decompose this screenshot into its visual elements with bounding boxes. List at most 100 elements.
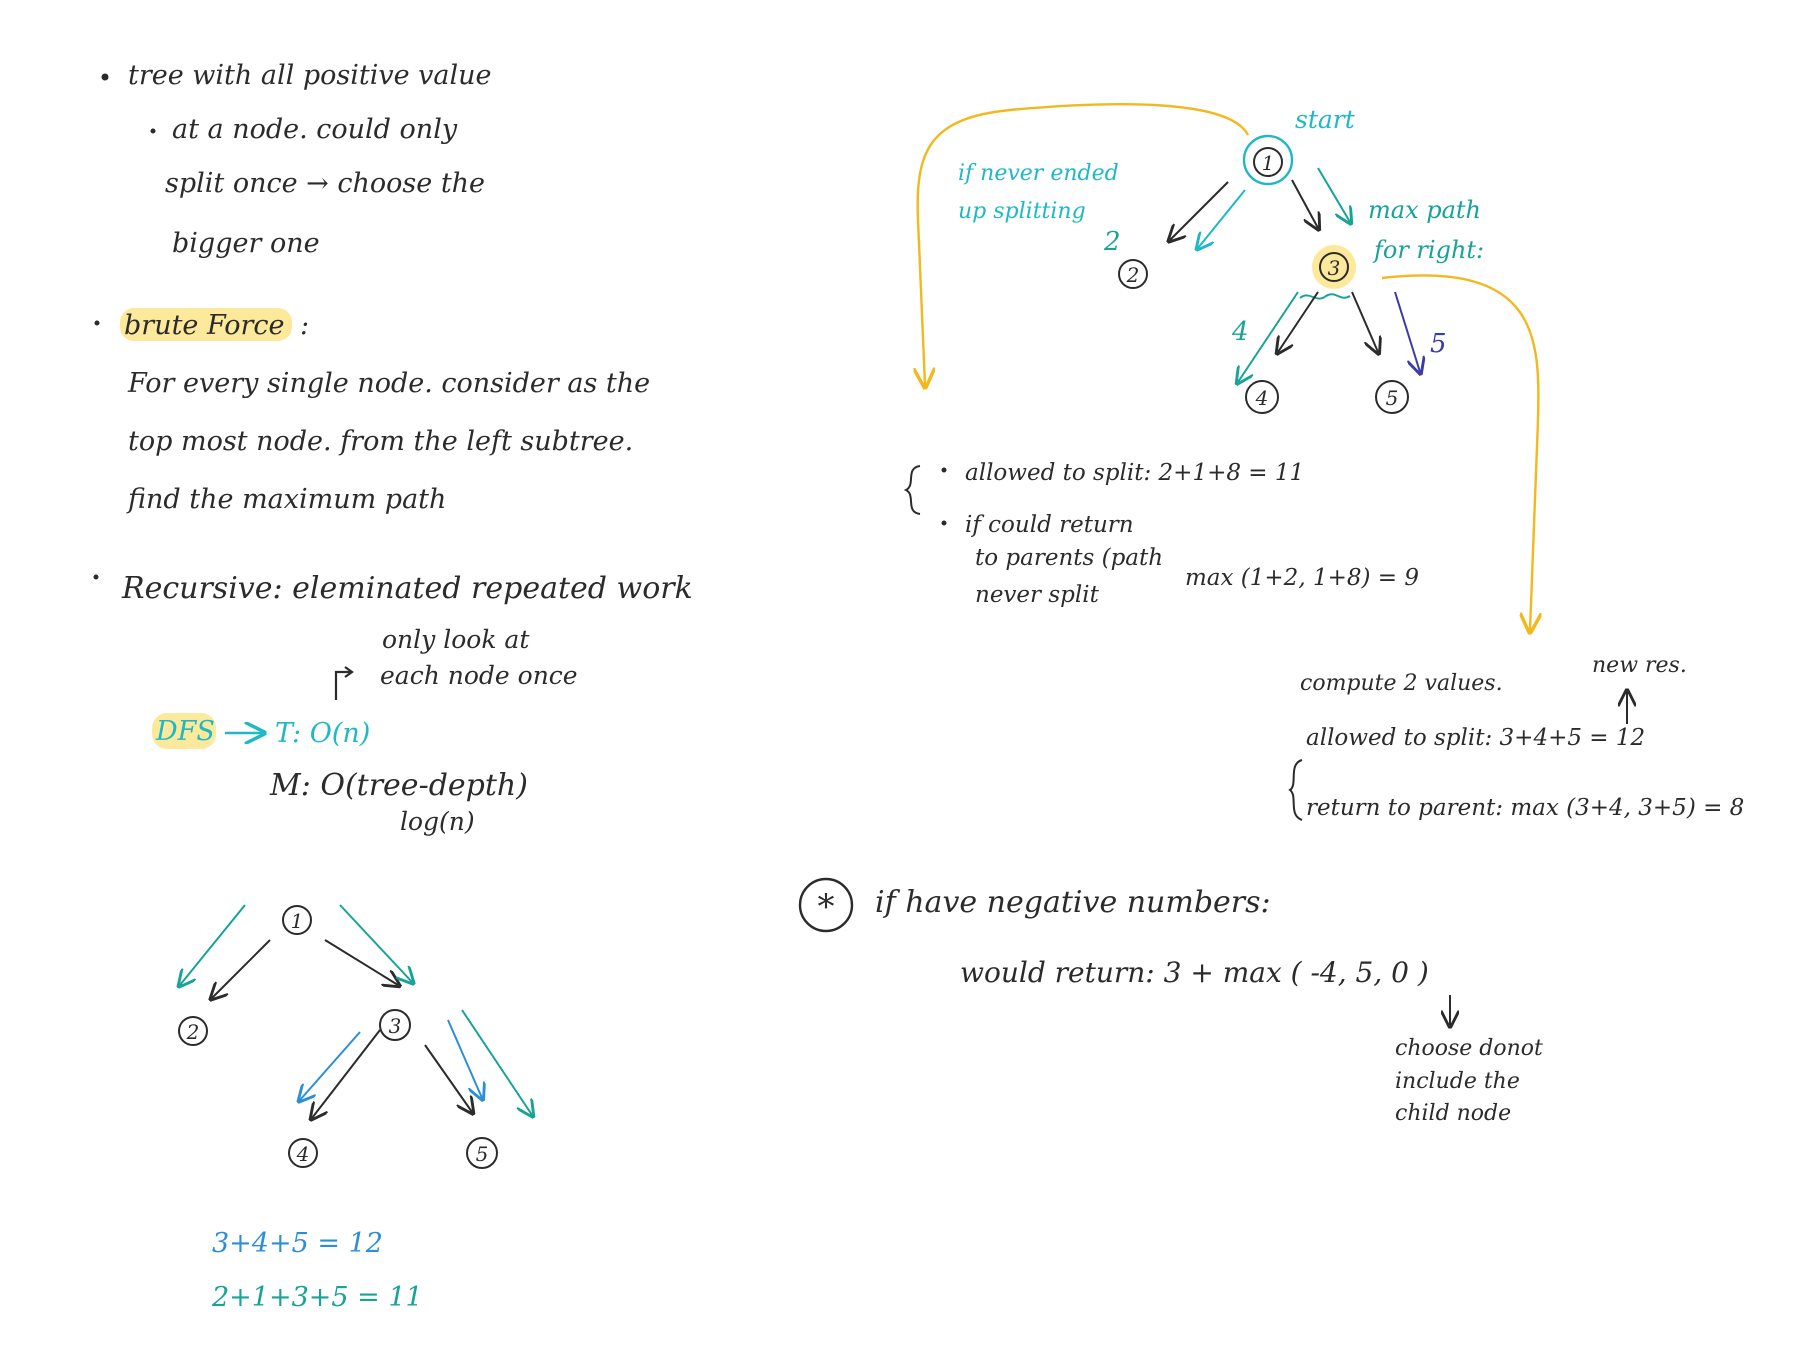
annotation: up splitting xyxy=(958,199,1086,224)
node-label: 4 xyxy=(296,1142,310,1166)
negative-note: child node xyxy=(1395,1101,1511,1126)
rule-line: max (1+2, 1+8) = 9 xyxy=(1185,565,1419,591)
bullet-dot xyxy=(941,520,947,526)
bullet-dot xyxy=(101,73,109,81)
memory-note: log(n) xyxy=(400,807,475,836)
edge-arrow xyxy=(212,939,271,998)
brace xyxy=(903,465,921,515)
colon: : xyxy=(300,310,309,341)
section-title-brute-force: brute Force xyxy=(124,310,285,341)
sum-line: 3+4+5 = 12 xyxy=(212,1228,383,1259)
right-tree: 1 start if never ended up splitting 2 2 … xyxy=(918,103,1539,630)
new-res-label: new res. xyxy=(1592,653,1687,678)
time-complexity: T: O(n) xyxy=(275,718,370,749)
node-label: 1 xyxy=(1262,151,1275,175)
bullet-dot xyxy=(94,320,100,326)
note-line: bigger one xyxy=(172,228,320,259)
teal-path-arrow xyxy=(1317,167,1350,222)
negative-note: choose donot xyxy=(1395,1036,1543,1061)
tree-node xyxy=(466,1137,498,1169)
gold-flow-arrow xyxy=(1381,274,1538,630)
note-line: at a node. could only xyxy=(172,114,458,145)
hook-arrow xyxy=(334,670,350,700)
tree-node xyxy=(288,1138,318,1168)
compute-line: return to parent: max (3+4, 3+5) = 8 xyxy=(1306,795,1744,821)
bullet-dot xyxy=(150,128,156,134)
node-label: 1 xyxy=(291,909,304,933)
sum-line: 2+1+3+5 = 11 xyxy=(211,1282,423,1313)
squiggle xyxy=(1299,293,1351,300)
rule-line: never split xyxy=(975,582,1100,608)
negative-title: if have negative numbers: xyxy=(875,885,1271,920)
edge-weight-label: 4 xyxy=(1231,317,1249,347)
note-line: split once → choose the xyxy=(165,168,485,199)
tree-node xyxy=(1375,380,1409,414)
note-line: each node once xyxy=(380,661,578,690)
node-label: 2 xyxy=(186,1020,200,1044)
hook-arrow-head xyxy=(344,666,354,678)
start-node-ring xyxy=(1242,134,1294,186)
start-label: start xyxy=(1295,105,1356,134)
gold-flow-arrow xyxy=(918,103,1250,385)
note-line: find the maximum path xyxy=(126,484,446,515)
note-line: only look at xyxy=(382,625,530,654)
memory-complexity: M: O(tree-depth) xyxy=(269,768,528,803)
edge-arrow xyxy=(424,1044,472,1112)
node-label: 2 xyxy=(1126,263,1140,287)
blue-path-arrow xyxy=(300,1031,361,1100)
navy-path-arrow xyxy=(1394,291,1420,372)
edge-arrow xyxy=(1351,291,1378,352)
note-line: Recursive: eleminated repeated work xyxy=(121,571,693,606)
negative-formula: would return: 3 + max ( -4, 5, 0 ) xyxy=(960,956,1429,989)
node-label: 5 xyxy=(476,1142,489,1166)
highlight-mark xyxy=(1312,245,1356,289)
edge-arrow xyxy=(1291,179,1318,228)
bullet-dot xyxy=(941,467,947,473)
teal-path-arrow xyxy=(461,1009,532,1115)
edge-arrow xyxy=(324,939,398,985)
rule-line: allowed to split: 2+1+8 = 11 xyxy=(965,460,1304,486)
annotation: max path xyxy=(1368,196,1481,224)
tree-node xyxy=(1245,380,1279,414)
tree-node xyxy=(1319,252,1349,282)
brace xyxy=(1288,759,1303,821)
teal-path-arrow xyxy=(1238,291,1299,382)
annotation: for right: xyxy=(1372,236,1484,264)
dfs-label: DFS xyxy=(155,716,215,747)
tree-node xyxy=(379,1009,411,1041)
note-line: top most node. from the left subtree. xyxy=(128,426,633,457)
cyan-path-arrow xyxy=(1198,189,1246,248)
tree-node xyxy=(282,905,312,935)
annotation: if never ended xyxy=(958,161,1119,186)
node-label: 4 xyxy=(1255,386,1269,410)
bullet-dot xyxy=(93,574,99,580)
node-label: 3 xyxy=(1328,256,1341,280)
compute-line: allowed to split: 3+4+5 = 12 xyxy=(1306,725,1645,751)
teal-path-arrow xyxy=(339,904,412,982)
compute-title: compute 2 values. xyxy=(1300,671,1503,696)
teal-path-arrow xyxy=(180,904,246,985)
note-line: For every single node. consider as the xyxy=(127,368,650,399)
edge-weight-label: 5 xyxy=(1430,329,1447,359)
tree-node xyxy=(178,1016,208,1046)
edge-arrow xyxy=(1170,181,1229,240)
highlight-mark xyxy=(152,713,216,749)
edge-arrow xyxy=(1278,291,1319,352)
node-label: 3 xyxy=(389,1014,402,1038)
edge-weight-label: 2 xyxy=(1103,227,1121,257)
blue-path-arrow xyxy=(447,1019,482,1098)
edge-arrow xyxy=(312,1029,381,1118)
tree-node xyxy=(1118,259,1148,289)
negative-note: include the xyxy=(1395,1069,1520,1094)
star-circle-icon xyxy=(798,877,854,933)
note-line: tree with all positive value xyxy=(128,60,492,91)
tree-node xyxy=(1253,147,1283,177)
rule-line: to parents (path xyxy=(975,545,1163,571)
left-tree: 1 2 3 4 5 xyxy=(178,904,532,1169)
rule-line: if could return xyxy=(965,512,1134,538)
star-icon: * xyxy=(818,887,835,927)
highlight-mark xyxy=(120,308,292,341)
node-label: 5 xyxy=(1386,386,1399,410)
